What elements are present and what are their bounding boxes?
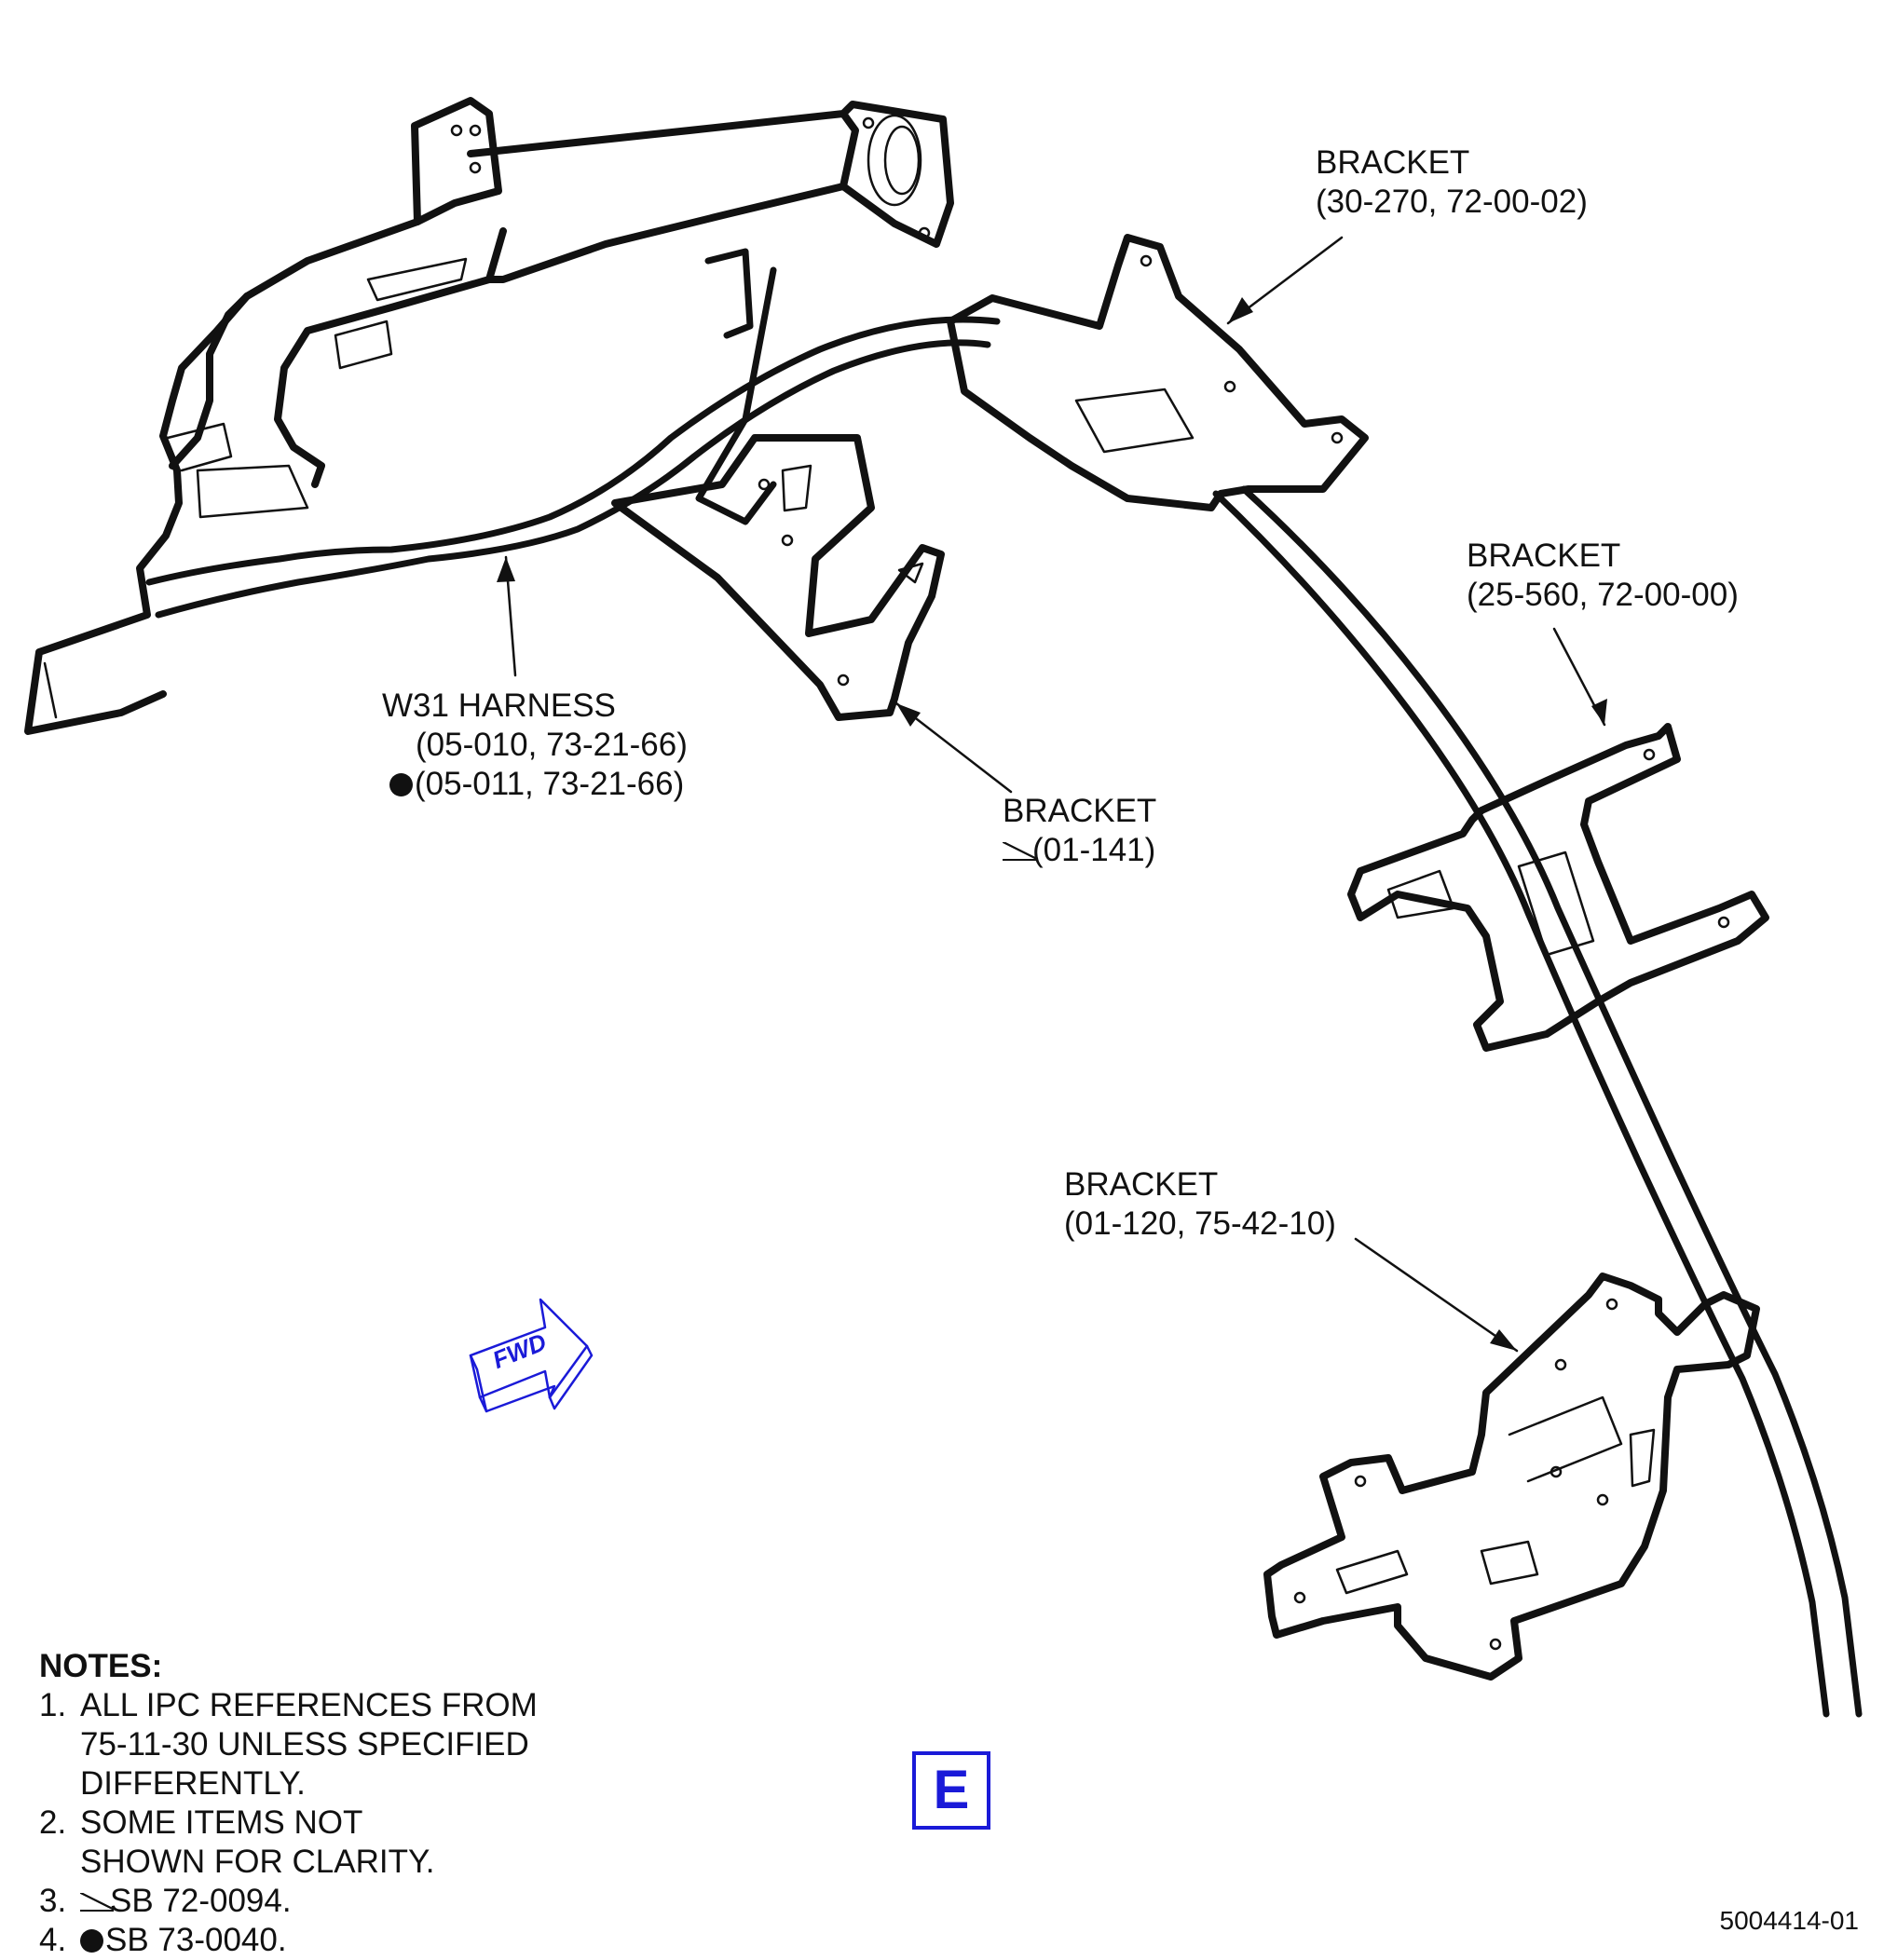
bracket-25-560-drawing — [1347, 723, 1769, 1052]
callout-bracket-01-120: BRACKET (01-120, 75-42-10) — [1064, 1165, 1336, 1244]
callout-title: BRACKET — [1467, 538, 1621, 574]
figure-number: 5004414-01 — [1719, 1906, 1859, 1935]
note-line: DIFFERENTLY. — [80, 1765, 306, 1802]
note-line: SOME ITEMS NOT — [80, 1804, 363, 1841]
callout-reference: (25-560, 72-00-00) — [1467, 577, 1739, 613]
view-label: E — [912, 1751, 990, 1830]
callout-reference: (01-141) — [1032, 832, 1156, 868]
note-item: 2. SOME ITEMS NOT SHOWN FOR CLARITY. — [39, 1803, 538, 1882]
note-line: ALL IPC REFERENCES FROM — [80, 1687, 538, 1723]
callout-reference: (05-010, 73-21-66) — [416, 727, 688, 763]
duct-assembly — [24, 97, 954, 735]
fwd-arrow — [469, 1298, 594, 1413]
bracket-30-270-drawing — [947, 234, 1369, 511]
callout-title: BRACKET — [1064, 1166, 1219, 1203]
note-text: SOME ITEMS NOT SHOWN FOR CLARITY. — [80, 1803, 435, 1882]
note-item: 4. SB 73-0040. — [39, 1921, 538, 1960]
bracket-01-141-details — [758, 464, 924, 687]
callout-w31-harness: W31 HARNESS (05-010, 73-21-66) (05-011, … — [382, 687, 688, 804]
bracket-30-270-details — [1074, 254, 1344, 454]
callout-bracket-30-270: BRACKET (30-270, 72-00-02) — [1316, 143, 1588, 222]
bracket-01-120-drawing — [1263, 1273, 1760, 1681]
bracket-01-120-details — [1293, 1298, 1656, 1651]
sb-triangle-icon — [1003, 842, 1036, 861]
callout-title: BRACKET — [1003, 793, 1157, 829]
notes-title: NOTES: — [39, 1648, 163, 1684]
callout-reference: (05-011, 73-21-66) — [415, 766, 685, 802]
note-item: 1. ALL IPC REFERENCES FROM 75-11-30 UNLE… — [39, 1686, 538, 1803]
callout-title: W31 HARNESS — [382, 687, 616, 724]
harness-lower — [1212, 485, 1863, 1718]
leader-arrowheads — [497, 297, 1607, 1351]
sb-dot-icon — [80, 1929, 103, 1953]
sb-dot-icon — [389, 773, 413, 796]
callout-reference-row: (05-011, 73-21-66) — [382, 765, 688, 804]
note-number: 3. — [39, 1883, 67, 1919]
note-number: 4. — [39, 1922, 67, 1958]
callout-reference-row: (01-141) — [1003, 831, 1156, 870]
callout-bracket-01-141: BRACKET (01-141) — [1003, 792, 1156, 870]
note-line: SB 73-0040. — [105, 1922, 287, 1958]
note-text: SB 73-0040. — [80, 1921, 287, 1960]
note-number: 2. — [39, 1804, 67, 1841]
note-line: SB 72-0094. — [110, 1883, 292, 1919]
duct-details — [43, 114, 931, 719]
callout-title: BRACKET — [1316, 144, 1470, 181]
note-text: ALL IPC REFERENCES FROM 75-11-30 UNLESS … — [80, 1686, 538, 1803]
notes-block: NOTES: 1. ALL IPC REFERENCES FROM 75-11-… — [39, 1647, 538, 1960]
callout-reference: (01-120, 75-42-10) — [1064, 1205, 1336, 1242]
note-line: 75-11-30 UNLESS SPECIFIED — [80, 1726, 529, 1763]
note-item: 3. SB 72-0094. — [39, 1882, 538, 1921]
note-number: 1. — [39, 1687, 67, 1723]
note-text: SB 72-0094. — [80, 1882, 292, 1921]
callout-bracket-25-560: BRACKET (25-560, 72-00-00) — [1467, 537, 1739, 615]
bracket-01-141-drawing — [611, 434, 945, 721]
callout-reference: (30-270, 72-00-02) — [1316, 184, 1588, 220]
note-line: SHOWN FOR CLARITY. — [80, 1844, 435, 1880]
sb-triangle-icon — [80, 1893, 114, 1912]
bracket-25-560-details — [1386, 748, 1730, 957]
harness-upper — [145, 248, 1001, 619]
